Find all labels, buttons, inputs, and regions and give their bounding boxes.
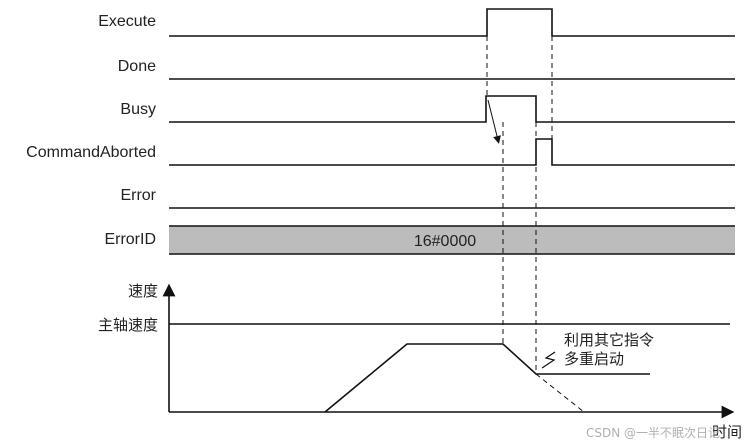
velocity-axis-label: 速度 xyxy=(128,282,158,300)
watermark-text: CSDN @一半不眠次日记 xyxy=(586,426,720,440)
original-decel-dashed xyxy=(535,373,585,413)
velocity-profile xyxy=(324,343,650,413)
annotation-leader xyxy=(541,351,556,369)
error-id-label: ErrorID xyxy=(104,231,156,248)
spindle-speed-label: 主轴速度 xyxy=(98,316,158,334)
time-axis-label: 时间 xyxy=(712,423,742,441)
annotation-line2: 多重启动 xyxy=(564,350,624,368)
busy-waveform xyxy=(169,95,735,123)
execute-waveform xyxy=(169,8,735,37)
busy-rise-arrow xyxy=(487,99,501,144)
command-aborted-label: CommandAborted xyxy=(26,144,156,161)
busy-label: Busy xyxy=(120,101,156,118)
error-id-band xyxy=(169,226,735,254)
error-label: Error xyxy=(120,187,156,204)
error-id-value: 16#0000 xyxy=(414,233,476,250)
done-label: Done xyxy=(118,58,156,75)
execute-label: Execute xyxy=(98,13,156,30)
command-aborted-waveform xyxy=(169,138,735,166)
annotation-line1: 利用其它指令 xyxy=(564,331,654,349)
